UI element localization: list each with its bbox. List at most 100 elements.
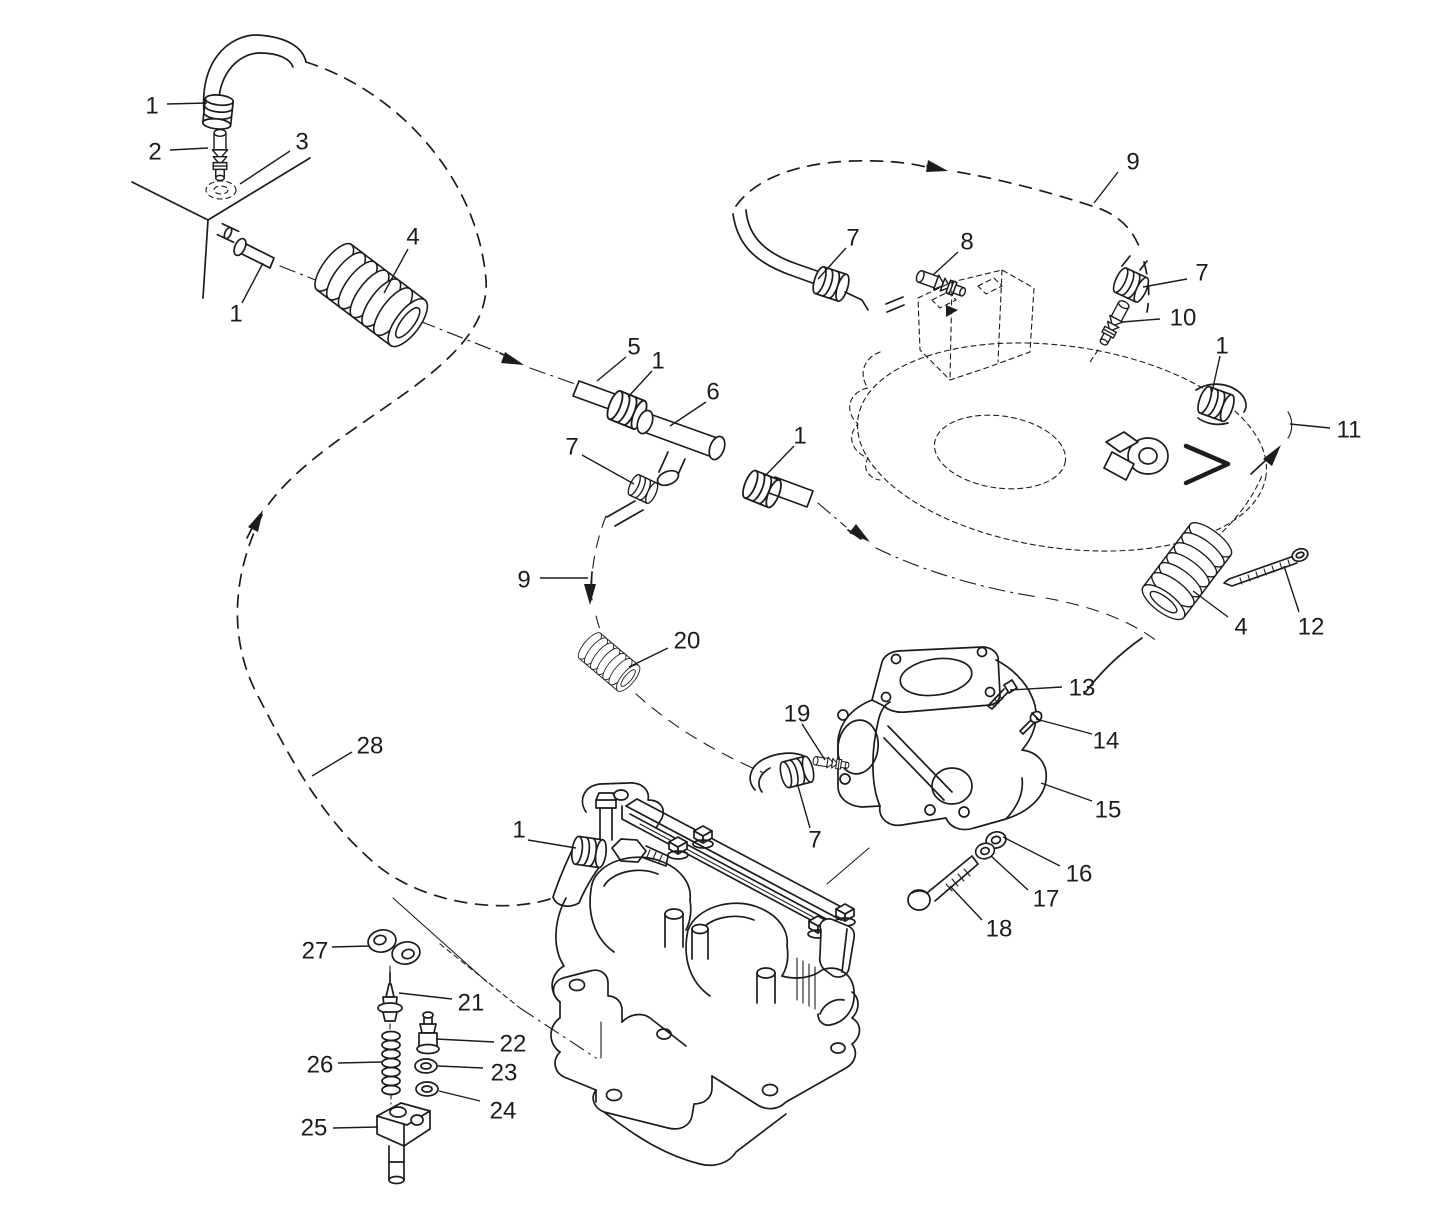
callout-label: 17 bbox=[1033, 886, 1060, 913]
hose-1-right-of-tee bbox=[739, 467, 814, 511]
leader-line bbox=[527, 839, 577, 849]
reservoir-panel bbox=[131, 157, 311, 299]
ribbed-fitting-7a bbox=[606, 472, 661, 527]
leader-line bbox=[166, 102, 208, 105]
leader-line bbox=[239, 150, 291, 185]
barb-fitting-2 bbox=[211, 128, 229, 182]
callout-label: 6 bbox=[706, 379, 719, 406]
callout-label: 3 bbox=[295, 129, 308, 156]
callout-label: 19 bbox=[784, 701, 811, 728]
washer-24 bbox=[415, 1081, 439, 1097]
flow-line-2 bbox=[817, 502, 1039, 598]
leader-line bbox=[1002, 836, 1061, 867]
callout-label: 20 bbox=[674, 628, 701, 655]
bolt-18 bbox=[907, 855, 979, 911]
leader-line bbox=[438, 1090, 481, 1102]
callout-label: 1 bbox=[651, 348, 664, 375]
leader-line bbox=[817, 247, 847, 280]
vent-hose-top-left bbox=[201, 34, 307, 132]
leader-line bbox=[596, 356, 627, 382]
leader-line bbox=[797, 785, 811, 829]
callout-label: 14 bbox=[1093, 728, 1120, 755]
callout-label: 24 bbox=[490, 1098, 517, 1125]
clamp-1-right bbox=[1194, 383, 1247, 426]
routing-arc-9-top bbox=[735, 159, 1150, 313]
flow-arrow-11 bbox=[1250, 445, 1281, 475]
hose-stub-1-left bbox=[216, 222, 275, 269]
leader-line bbox=[627, 370, 653, 398]
callout-label: 21 bbox=[458, 990, 485, 1017]
drain-fitting-25 bbox=[376, 1102, 431, 1185]
leader-line bbox=[332, 1126, 379, 1129]
callout-label: 10 bbox=[1170, 305, 1197, 332]
leader-line bbox=[1192, 590, 1229, 618]
leader-line bbox=[1121, 318, 1161, 323]
leader-line bbox=[1289, 423, 1331, 429]
hose-routing-loop-left bbox=[236, 61, 557, 907]
callout-label: 2 bbox=[148, 139, 161, 166]
callout-label: 8 bbox=[960, 229, 973, 256]
leader-line bbox=[1142, 278, 1188, 288]
callout-label: 25 bbox=[301, 1115, 328, 1142]
callout-label: 4 bbox=[1234, 614, 1247, 641]
flow-arrow-up-icon bbox=[248, 510, 263, 532]
callout-label: 28 bbox=[357, 733, 384, 760]
callout-label: 15 bbox=[1095, 797, 1122, 824]
engine-cylinder-block bbox=[550, 782, 861, 1167]
leader-line bbox=[1009, 686, 1063, 691]
leader-line bbox=[1211, 355, 1221, 393]
leader-line bbox=[628, 647, 669, 668]
callout-label: 7 bbox=[1195, 260, 1208, 287]
corrugated-sleeve-4-right bbox=[1136, 516, 1238, 627]
callout-label: 12 bbox=[1298, 614, 1325, 641]
spring-26 bbox=[381, 1030, 401, 1096]
leader-to-drain bbox=[392, 897, 602, 1059]
flow-arrow-right-icon bbox=[501, 352, 524, 365]
flow-arrow-right-icon bbox=[849, 524, 870, 542]
barb-fitting-10 bbox=[1089, 297, 1133, 363]
flow-arrow-down-icon bbox=[584, 584, 596, 605]
callout-label: 1 bbox=[229, 301, 242, 328]
pump-hidden-outline bbox=[856, 342, 1293, 552]
flow-arrow-right-icon bbox=[926, 160, 948, 172]
callout-label: 1 bbox=[793, 423, 806, 450]
clamp-7-right bbox=[1109, 255, 1153, 305]
leader-line bbox=[331, 945, 370, 948]
leader-line bbox=[383, 248, 409, 294]
leader-line bbox=[1035, 718, 1093, 735]
leader-line bbox=[311, 751, 353, 777]
callout-label: 9 bbox=[517, 567, 530, 594]
callout-label: 7 bbox=[808, 827, 821, 854]
leader-line bbox=[337, 1061, 383, 1064]
callout-label: 7 bbox=[846, 225, 859, 252]
leader-line bbox=[581, 454, 635, 485]
leader-line bbox=[1283, 565, 1300, 613]
gasket-washer-3 bbox=[205, 180, 237, 200]
callout-label: 23 bbox=[491, 1060, 518, 1087]
leader-line bbox=[437, 1065, 484, 1069]
callout-label: 1 bbox=[1215, 333, 1228, 360]
callout-label: 7 bbox=[565, 434, 578, 461]
leader-line bbox=[990, 855, 1029, 891]
leader-line bbox=[1040, 782, 1093, 802]
detail-line bbox=[826, 847, 870, 885]
hose-7-top bbox=[732, 209, 869, 311]
tee-fitting-6 bbox=[636, 409, 726, 487]
callout-label: 11 bbox=[1337, 417, 1362, 444]
leader-line bbox=[932, 251, 959, 276]
callout-label: 27 bbox=[302, 938, 329, 965]
callout-label: 26 bbox=[307, 1052, 334, 1079]
hose-5 bbox=[572, 380, 651, 432]
callout-label: 13 bbox=[1069, 675, 1096, 702]
washer-23 bbox=[414, 1058, 438, 1074]
water-manifold bbox=[836, 646, 1048, 831]
leader-line bbox=[398, 992, 453, 1000]
corrugated-sleeve-20 bbox=[574, 628, 645, 696]
pump-fitting-detail bbox=[1103, 431, 1169, 481]
callout-label: 16 bbox=[1066, 861, 1093, 888]
callout-label: 5 bbox=[627, 334, 640, 361]
flow-chevron-icon bbox=[1183, 443, 1231, 486]
